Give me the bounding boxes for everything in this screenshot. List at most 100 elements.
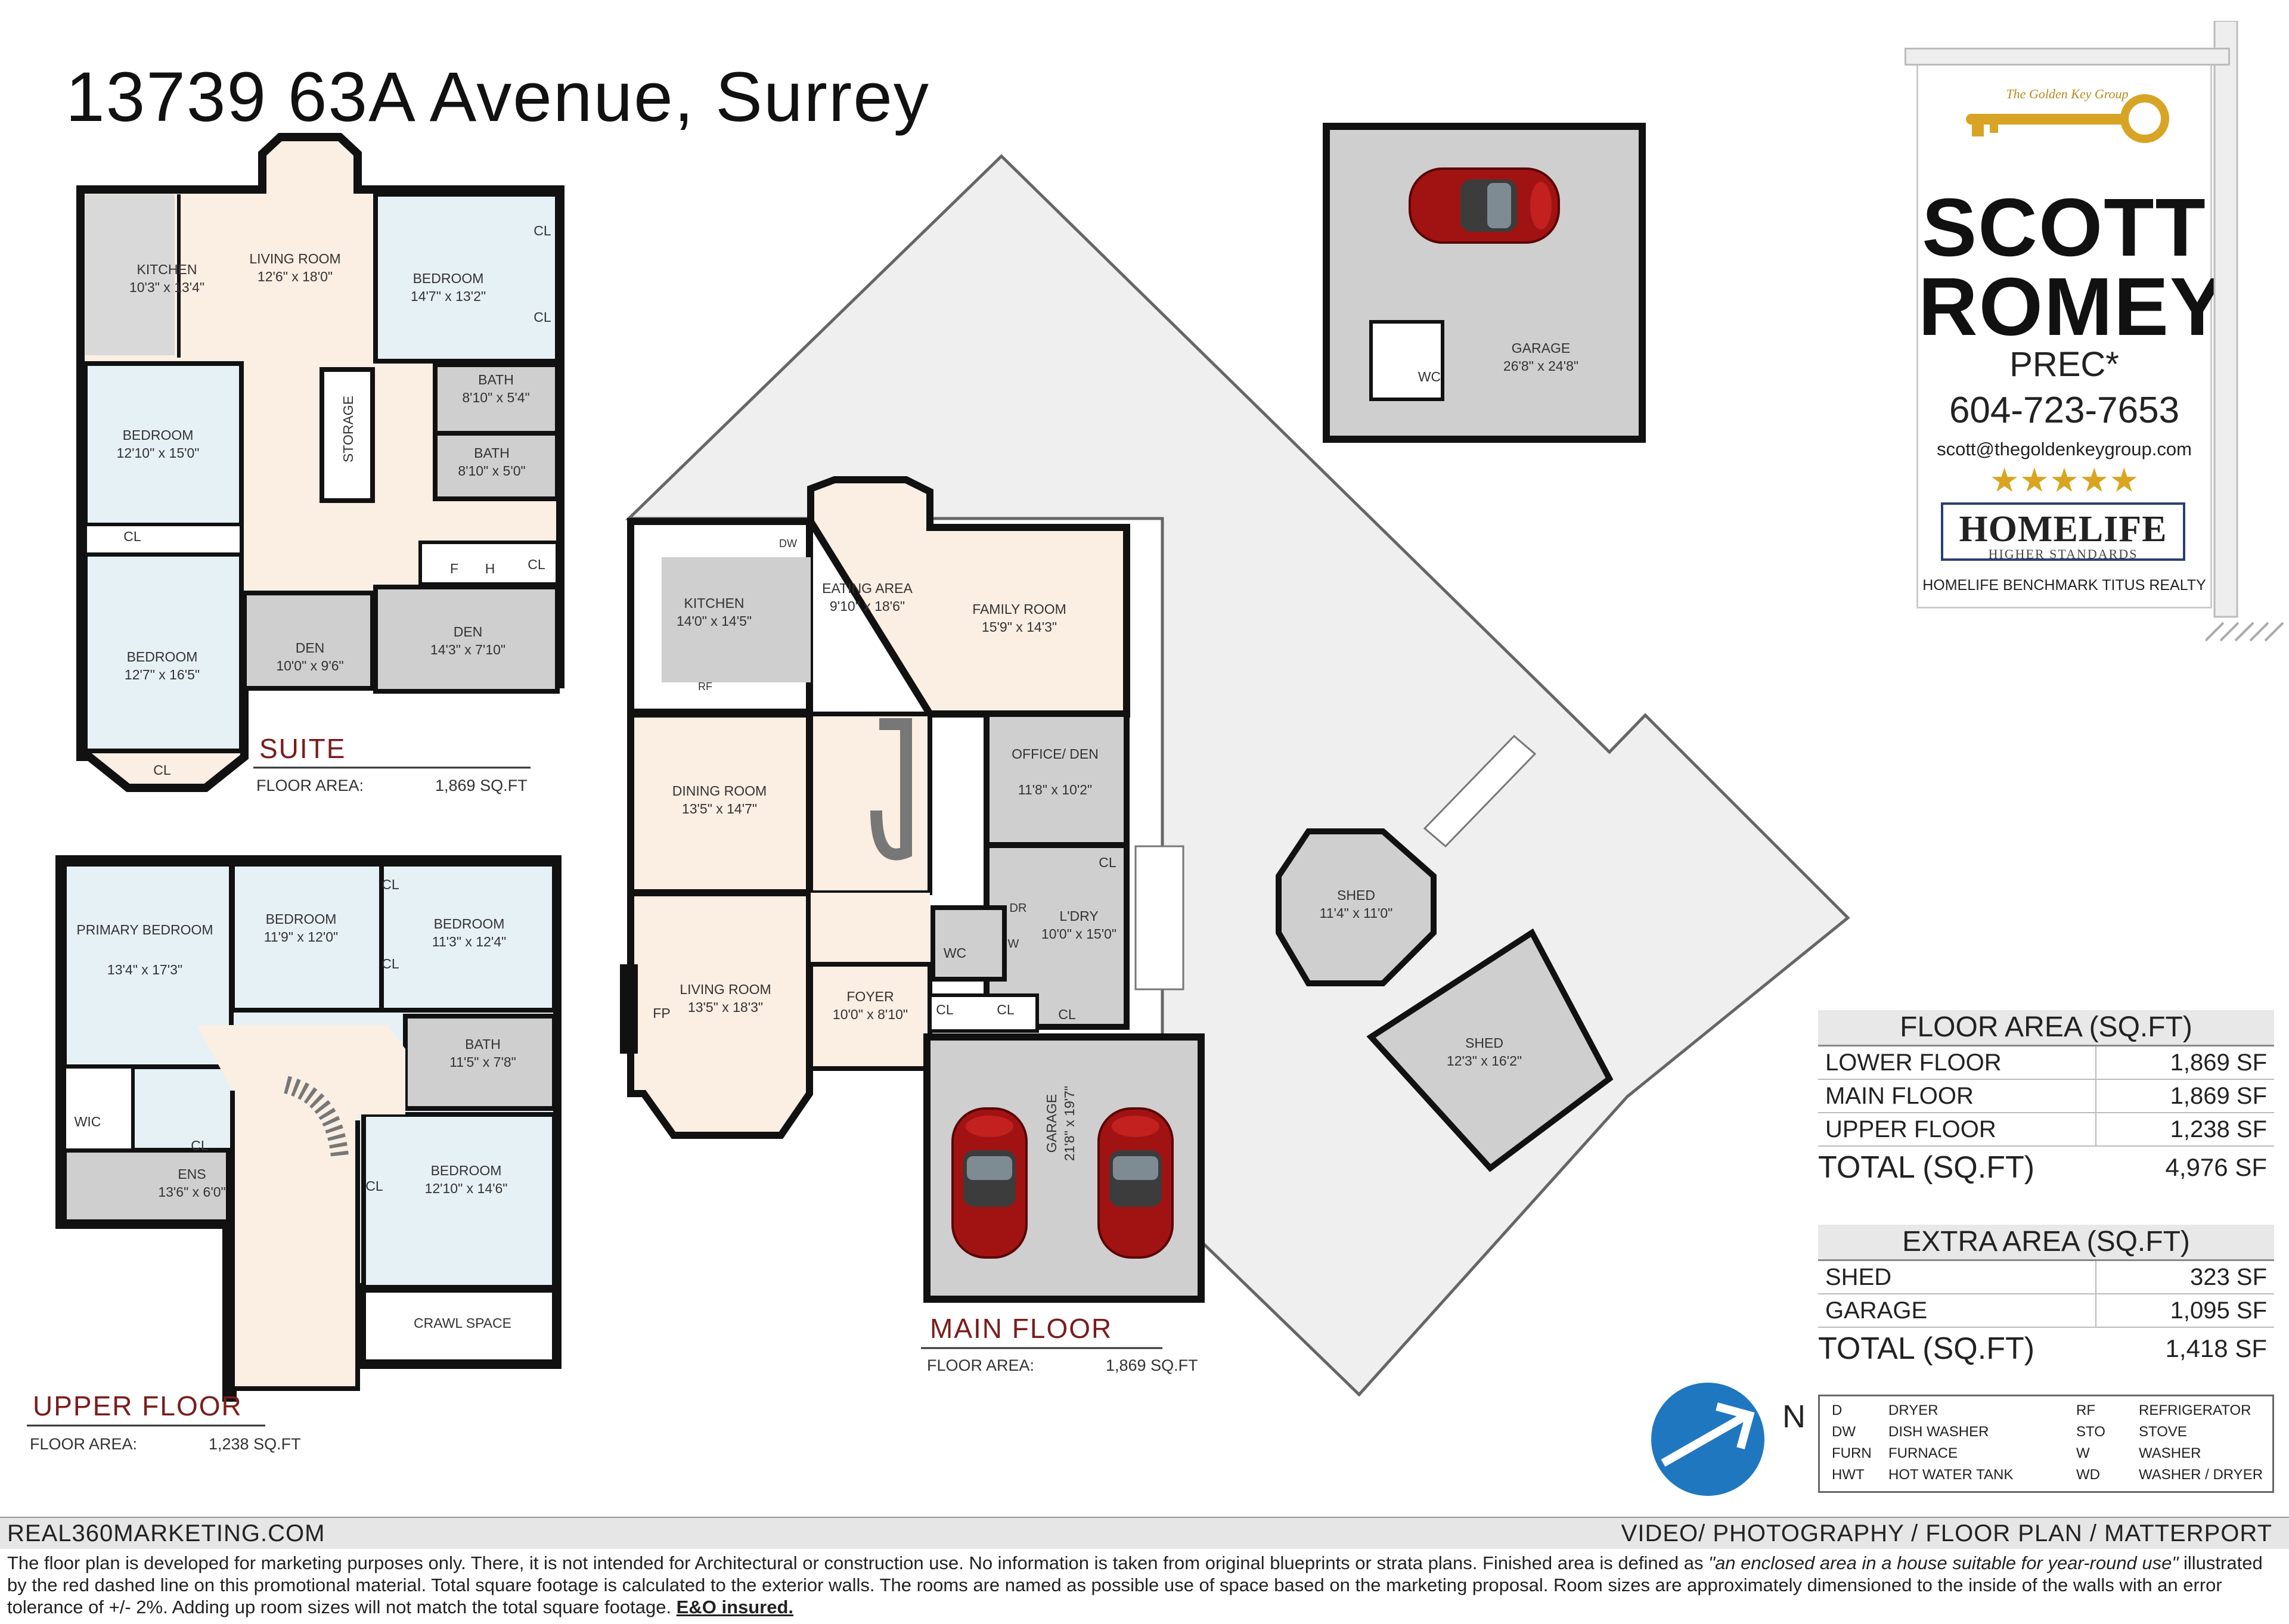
shed-1-dim: 11'4" x 11'0" — [1320, 905, 1393, 921]
suite-room-dim: 12'7" x 16'5" — [125, 667, 200, 682]
golden-key-logo: The Golden Key Group — [1966, 86, 2169, 143]
suite-bath-2 — [433, 431, 560, 501]
upper-room-dim: 12'10" x 14'6" — [425, 1181, 508, 1196]
compass-icon: N — [1651, 1383, 1806, 1496]
agent-email: scott@thegoldenkeygroup.com — [1937, 439, 2192, 459]
suite-room-dim: 8'10" x 5'0" — [458, 463, 525, 479]
upper-room-name: PRIMARY BEDROOM — [76, 922, 213, 937]
floor-area-total: TOTAL (SQ.FT)4,976 SF — [1818, 1150, 2267, 1185]
suite-room-dim: 12'6" x 18'0" — [258, 269, 333, 284]
footer-services: VIDEO/ PHOTOGRAPHY / FLOOR PLAN / MATTER… — [1621, 1520, 2272, 1547]
upper-area-value: 1,238 SQ.FT — [209, 1435, 301, 1453]
main-room-dim: 14'0" x 14'5" — [677, 613, 752, 629]
suite-floor-name: SUITE — [259, 733, 346, 764]
dryer-label: DR — [1010, 902, 1027, 915]
closet-label: CL — [382, 956, 399, 971]
shed-1-name: SHED — [1337, 887, 1375, 903]
closet-label: CL — [191, 1138, 209, 1153]
suite-room-dim: 14'3" x 7'10" — [430, 642, 505, 657]
main-room-name: DINING ROOM — [672, 783, 767, 799]
main-floor-name: MAIN FLOOR — [930, 1313, 1112, 1344]
upper-room-dim: 11'9" x 12'0" — [264, 929, 338, 945]
suite-area-label: FLOOR AREA: — [256, 777, 364, 794]
upper-room-dim: 11'3" x 12'4" — [432, 934, 506, 949]
main-room-dim: 9'10" x 18'6" — [830, 598, 905, 614]
homelife-logo-sub: HIGHER STANDARDS — [1988, 546, 2138, 561]
shed-2-dim: 12'3" x 16'2" — [1447, 1053, 1522, 1069]
suite-room-name: BEDROOM — [413, 271, 484, 286]
suite-room-name: KITCHEN — [137, 262, 197, 277]
upper-room-name: ENS — [178, 1166, 206, 1182]
main-room-dim: 13'5" x 14'7" — [682, 801, 757, 816]
closet-label: CL — [382, 877, 399, 892]
extra-area-total: TOTAL (SQ.FT)1,418 SF — [1818, 1331, 2267, 1366]
suite-room-name: LIVING ROOM — [249, 251, 340, 266]
suite-room-name: DEN — [296, 640, 325, 656]
main-floor-plan — [620, 476, 1205, 1303]
footer-website: REAL360MARKETING.COM — [7, 1520, 325, 1547]
main-room-dim: 15'9" x 14'3" — [982, 619, 1057, 635]
homelife-logo: HOMELIFE HIGHER STANDARDS — [1941, 502, 2185, 561]
suite-room-name: STORAGE — [340, 396, 356, 462]
main-room-dim: 13'5" x 18'3" — [688, 999, 763, 1015]
detached-garage-name: GARAGE — [1512, 340, 1570, 356]
upper-room-dim: 11'5" x 7'8" — [449, 1054, 516, 1070]
suite-den-1 — [242, 591, 375, 691]
brokerage-name: HOMELIFE BENCHMARK TITUS REALTY — [1922, 577, 2206, 594]
sign-arm — [1905, 48, 2230, 66]
suite-room-name: BEDROOM — [123, 427, 194, 443]
extra-area-header: EXTRA AREA (SQ.FT) — [1818, 1225, 2274, 1261]
upper-room-name: CRAWL SPACE — [414, 1315, 511, 1331]
agent-last-name: ROMEY — [1918, 261, 2226, 353]
suite-room-dim: 10'0" x 9'6" — [276, 658, 343, 673]
upper-room-name: BATH — [465, 1036, 501, 1052]
suite-room-dim: 14'7" x 13'2" — [411, 288, 486, 304]
sign-post-icon — [2206, 21, 2284, 642]
homelife-logo-main: HOMELIFE — [1959, 509, 2167, 549]
heater-label: H — [485, 561, 495, 576]
closet-label: CL — [936, 1002, 954, 1017]
page-title: 13739 63A Avenue, Surrey — [66, 58, 930, 136]
upper-room-name: BEDROOM — [266, 911, 337, 927]
upper-room-name: BEDROOM — [431, 1163, 502, 1178]
main-room-dim: 11'8" x 10'2" — [1018, 782, 1092, 797]
furnace-label: F — [450, 561, 458, 576]
agent-first-name: SCOTT — [1922, 182, 2207, 274]
upper-room-name: BEDROOM — [434, 916, 505, 931]
suite-storage — [320, 367, 375, 503]
floor-plan-drawing: KITCHEN 10'3" x 13'4" LIVING ROOM 12'6" … — [27, 123, 1850, 1453]
main-room-name: EATING AREA — [822, 580, 913, 596]
agent-phone: 604-723-7653 — [1949, 390, 2180, 431]
main-room-name: GARAGE — [1044, 1094, 1059, 1153]
svg-text:The Golden Key Group: The Golden Key Group — [2006, 86, 2128, 101]
main-room-dim: 21'8" x 19'7" — [1062, 1086, 1077, 1161]
suite-room-name: BATH — [474, 445, 510, 461]
main-room-dim: 10'0" x 8'10" — [833, 1007, 908, 1022]
detached-garage-dim: 26'8" x 24'8" — [1503, 358, 1578, 374]
disclaimer: The floor plan is developed for marketin… — [7, 1552, 2263, 1617]
upper-room-name: WIC — [75, 1114, 101, 1129]
main-room-name: FOYER — [846, 989, 894, 1004]
closet-label: CL — [534, 223, 551, 238]
main-room-name: OFFICE/ DEN — [1012, 746, 1099, 762]
closet-label: CL — [365, 1178, 383, 1194]
upper-floor-plan — [55, 855, 562, 1402]
suite-room-name: BATH — [478, 372, 514, 387]
main-room-dim: 10'0" x 15'0" — [1041, 926, 1116, 942]
closet-label: CL — [528, 557, 545, 572]
closet-label: CL — [534, 309, 551, 325]
footer-bar — [0, 1517, 2289, 1549]
suite-room-dim: 8'10" x 5'4" — [462, 390, 529, 405]
main-area-value: 1,869 SQ.FT — [1106, 1356, 1198, 1374]
shed-1: SHED 11'4" x 11'0" — [1276, 828, 1437, 986]
shed-2-name: SHED — [1465, 1035, 1503, 1051]
dishwasher-label: DW — [779, 538, 797, 549]
agent-sign: The Golden Key Group SCOTT ROMEY PREC* 6… — [1916, 63, 2226, 608]
upper-room-dim: 13'6" x 6'0" — [158, 1184, 225, 1200]
